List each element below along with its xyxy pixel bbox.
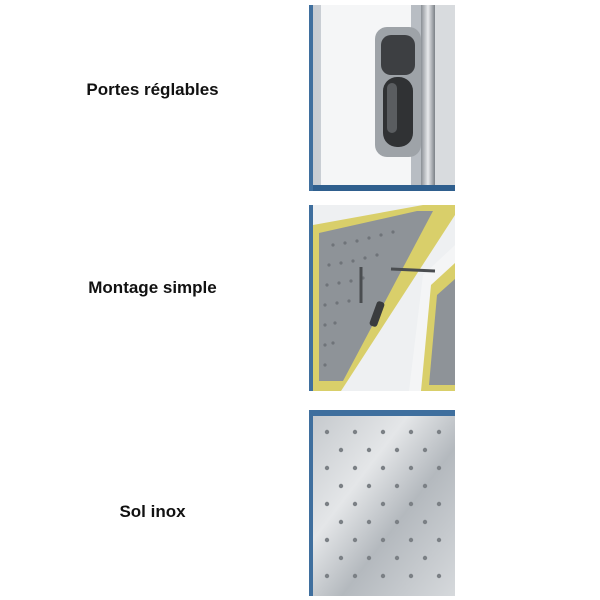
feature-label: Sol inox: [119, 502, 186, 521]
feature-row-simple-assembly: Montage simple: [0, 200, 600, 400]
feature-row-adjustable-doors: Portes réglables: [0, 0, 600, 200]
stainless-floor-icon: [309, 410, 455, 596]
panel-assembly-icon: [309, 205, 455, 391]
feature-row-stainless-floor: Sol inox: [0, 400, 600, 600]
door-hinge-icon: [309, 5, 455, 191]
feature-label: Montage simple: [88, 278, 217, 297]
feature-label: Portes réglables: [86, 80, 219, 99]
